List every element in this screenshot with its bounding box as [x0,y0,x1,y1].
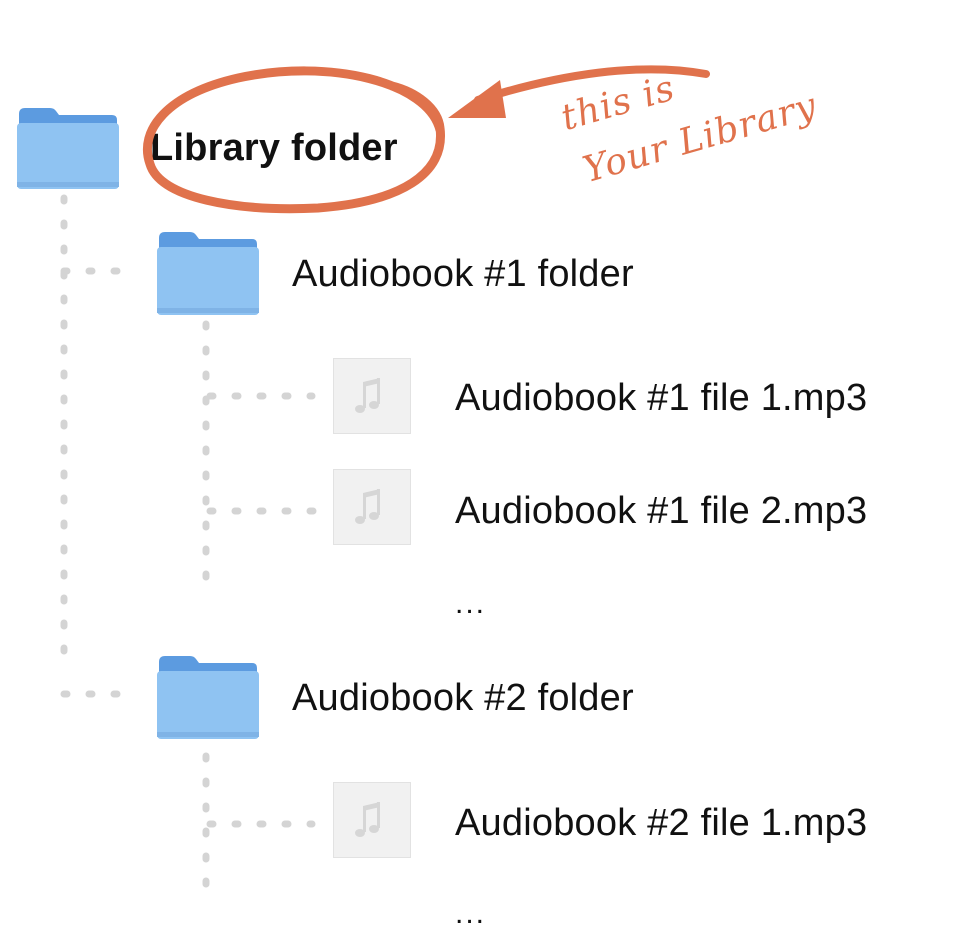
ab1-file1-label: Audiobook #1 file 1.mp3 [455,377,868,419]
ab1-file2-label: Audiobook #1 file 2.mp3 [455,490,868,532]
highlight-circle [142,66,445,214]
audiobook1-folder-label: Audiobook #1 folder [292,253,634,295]
folder-icon [157,656,259,739]
folder-icon [157,232,259,315]
audiobook2-folder-label: Audiobook #2 folder [292,677,634,719]
folder-icon [17,108,119,189]
root-folder-label: Library folder [150,127,398,169]
ab2-file1-label: Audiobook #2 file 1.mp3 [455,802,868,844]
arrow-head [448,80,506,118]
ab2-more-ellipsis: ... [455,897,487,930]
music-note-icon [333,782,411,858]
ab1-more-ellipsis: ... [455,587,487,620]
music-note-icon [333,469,411,545]
arrow-curve [474,65,710,104]
music-note-icon [333,358,411,434]
